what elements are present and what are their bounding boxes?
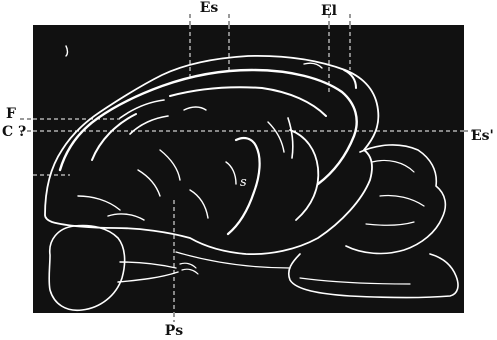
label-f: F — [6, 106, 16, 122]
label-s: s — [240, 175, 247, 190]
label-el: El — [321, 3, 337, 19]
dark-plate — [33, 25, 464, 313]
label-es-prime: Es' — [471, 128, 494, 144]
label-ps: Ps — [165, 323, 184, 339]
label-c: C ? — [2, 124, 26, 140]
label-es: Es — [200, 0, 219, 16]
